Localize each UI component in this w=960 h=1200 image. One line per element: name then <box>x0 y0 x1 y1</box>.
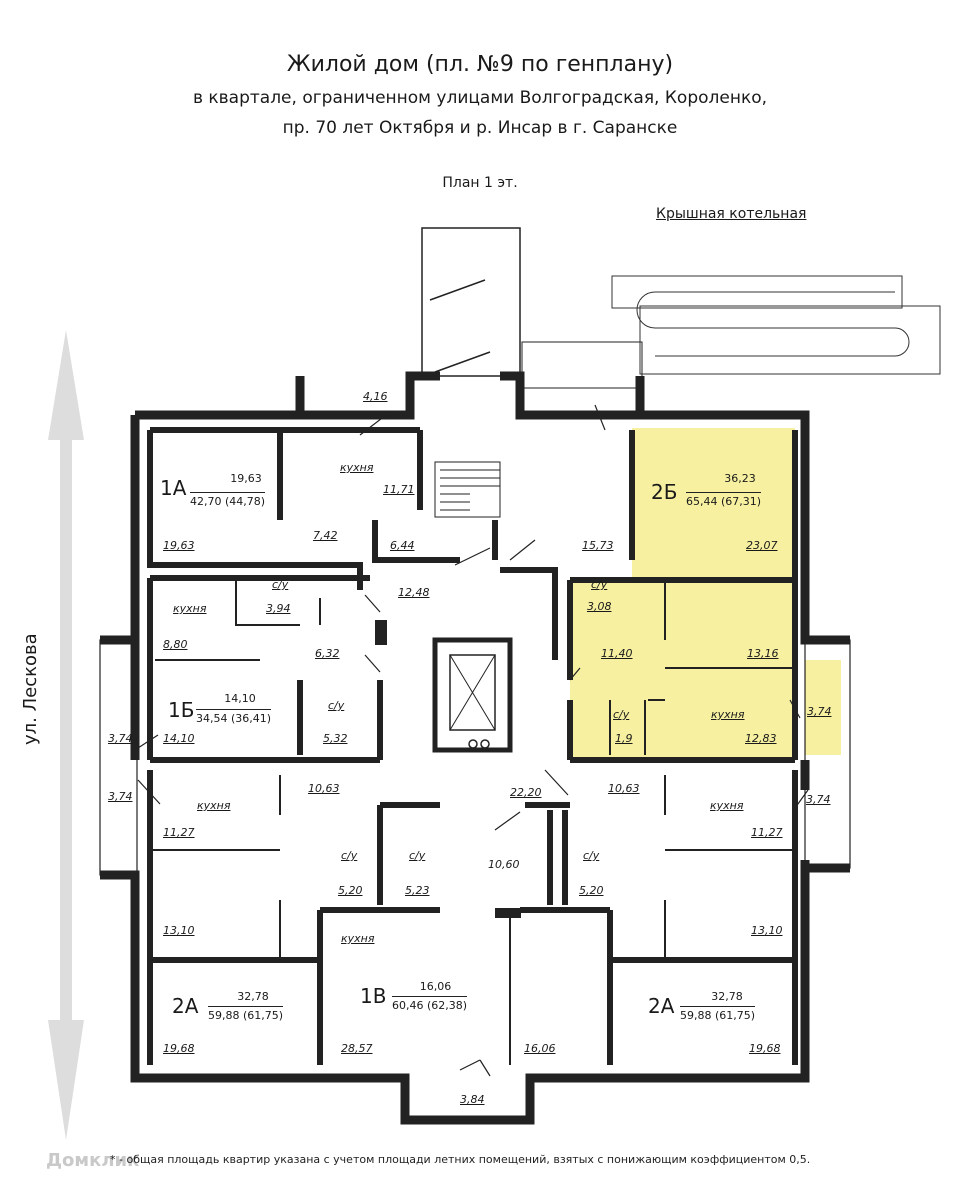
apartment-total-area: 42,70 (44,78) <box>190 492 266 508</box>
room-area-label: 14,10 <box>163 732 195 745</box>
floor-label: План 1 эт. <box>442 175 518 191</box>
room-area-label: 3,74 <box>108 732 133 745</box>
room-area-label: 7,42 <box>313 529 338 542</box>
apartment-living-area: 32,78 <box>237 990 269 1003</box>
room-area-label: 12,48 <box>398 586 430 599</box>
room-area-label: 6,44 <box>390 539 415 552</box>
room-name-label: с/у <box>272 578 289 591</box>
street-arrow <box>48 330 84 1140</box>
apartment-label-2a-right: 2А <box>648 994 674 1018</box>
room-area-label: 15,73 <box>582 539 614 552</box>
interior-walls <box>147 427 798 1065</box>
room-area-label: 1,9 <box>615 732 633 745</box>
room-area-label: 23,07 <box>746 539 778 552</box>
room-area-label: 5,32 <box>323 732 348 745</box>
room-area-label: 3,74 <box>806 793 831 806</box>
elevator <box>432 637 513 753</box>
room-area-label: 10,63 <box>608 782 640 795</box>
room-name-label: с/у <box>613 708 630 721</box>
room-area-label: 11,27 <box>163 826 195 839</box>
room-name-label: кухня <box>710 799 744 812</box>
apartment-label-1b: 1Б <box>168 698 194 722</box>
apartment-living-area: 19,63 <box>230 472 262 485</box>
room-area-label: 4,16 <box>363 390 388 403</box>
room-area-label: 11,27 <box>751 826 783 839</box>
boiler-ramp <box>611 275 941 375</box>
room-area-label: 3,94 <box>266 602 291 615</box>
partitions <box>150 578 795 1065</box>
room-area-label: 8,80 <box>163 638 188 651</box>
plan-title: Жилой дом (пл. №9 по генплану) <box>286 52 674 77</box>
room-area-label: 3,74 <box>108 790 133 803</box>
apartment-label-2b: 2Б <box>651 480 677 504</box>
room-area-label: 13,10 <box>163 924 195 937</box>
room-area-label: 10,60 <box>488 858 520 871</box>
room-area-label: 11,71 <box>383 483 415 496</box>
room-name-label: с/у <box>583 849 600 862</box>
room-name-label: с/у <box>328 699 345 712</box>
apartment-total-area: 60,46 (62,38) <box>392 996 468 1012</box>
apartment-living-area: 36,23 <box>724 472 756 485</box>
room-area-label: 10,63 <box>308 782 340 795</box>
columns <box>375 620 521 918</box>
apartment-name: 2Б <box>651 480 678 504</box>
room-area-label: 3,74 <box>807 705 832 718</box>
apartment-total-area: 34,54 (36,41) <box>196 709 272 725</box>
apartment-name: 1Б <box>168 698 195 722</box>
room-area-label: 28,57 <box>341 1042 373 1055</box>
apartment-living-area: 14,10 <box>224 692 256 705</box>
room-area-label: 3,84 <box>460 1093 485 1106</box>
entrance-block <box>421 227 643 389</box>
room-name-label: с/у <box>409 849 426 862</box>
watermark-logo: Домклик <box>46 1150 140 1171</box>
apartment-label-1v: 1В <box>360 984 386 1008</box>
room-name-label: кухня <box>711 708 745 721</box>
room-name-label: с/у <box>591 578 608 591</box>
apartment-label-2a-left: 2А <box>172 994 198 1018</box>
door-swings <box>137 404 809 1077</box>
room-name-label: кухня <box>173 602 207 615</box>
footnote: * - общая площадь квартир указана с учет… <box>110 1153 811 1166</box>
left-balcony <box>99 639 138 876</box>
apartment-name: 2А <box>648 994 675 1018</box>
room-area-label: 13,16 <box>747 647 779 660</box>
room-area-label: 11,40 <box>601 647 633 660</box>
staircase <box>434 461 501 518</box>
room-name-label: кухня <box>341 932 375 945</box>
room-area-label: 13,10 <box>751 924 783 937</box>
room-area-label: 22,20 <box>510 786 542 799</box>
room-area-label: 16,06 <box>524 1042 556 1055</box>
apartment-label-1a: 1А <box>160 476 186 500</box>
boiler-label: Крышная котельная <box>656 206 807 222</box>
room-area-label: 5,20 <box>338 884 363 897</box>
room-area-label: 19,68 <box>749 1042 781 1055</box>
apartment-total-area: 65,44 (67,31) <box>686 492 762 508</box>
apartment-name: 1А <box>160 476 187 500</box>
apartment-name: 1В <box>360 984 387 1008</box>
apartment-living-area: 16,06 <box>419 980 452 993</box>
room-area-label: 19,63 <box>163 539 195 552</box>
room-area-label: 3,08 <box>587 600 612 613</box>
highlighted-apartment-2b <box>570 428 841 760</box>
plan-subtitle-line-2: пр. 70 лет Октября и р. Инсар в г. Саран… <box>282 118 678 138</box>
apartment-total-area: 59,88 (61,75) <box>680 1006 756 1022</box>
room-name-label: кухня <box>197 799 231 812</box>
right-balcony <box>804 639 851 869</box>
apartment-living-area: 32,78 <box>711 990 743 1003</box>
apartment-total-area: 59,88 (61,75) <box>208 1006 284 1022</box>
room-area-label: 5,23 <box>405 884 430 897</box>
room-name-label: с/у <box>341 849 358 862</box>
room-area-label: 12,83 <box>745 732 777 745</box>
room-area-label: 19,68 <box>163 1042 195 1055</box>
room-area-label: 6,32 <box>315 647 340 660</box>
plan-subtitle-line-1: в квартале, ограниченном улицами Волгогр… <box>192 88 768 108</box>
apartment-name: 2А <box>172 994 199 1018</box>
room-area-label: 5,20 <box>579 884 604 897</box>
room-name-label: кухня <box>340 461 374 474</box>
